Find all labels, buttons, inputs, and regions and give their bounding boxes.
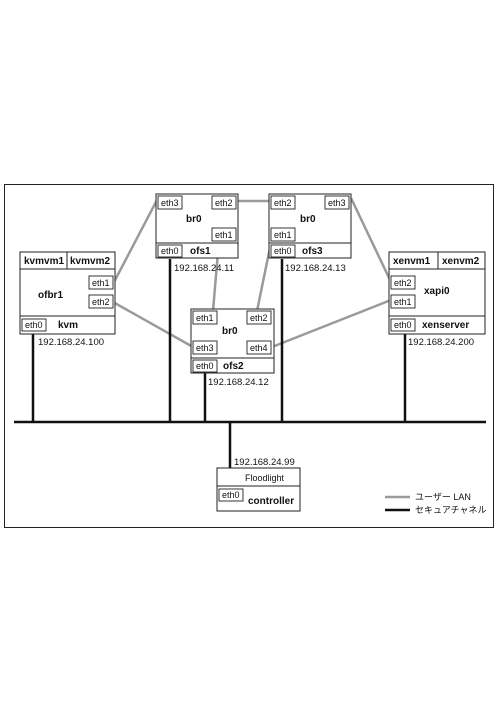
xen-bridge-label: xapi0	[424, 286, 450, 297]
ofs2-eth2-label: eth2	[250, 313, 268, 323]
link-ofs2-eth4-xen-eth1	[271, 298, 392, 349]
controller-app-label: Floodlight	[245, 473, 285, 483]
link-kvm-eth1-ofs1-eth3	[111, 199, 159, 285]
ofs1-port-eth0	[157, 244, 183, 258]
link-ofs3-eth3-xen-eth2	[349, 197, 393, 283]
ofs3-name: ofs3	[302, 246, 323, 257]
xen-eth1-label: eth1	[394, 297, 412, 307]
kvm-bridge-label: ofbr1	[38, 290, 63, 301]
kvm-port-eth2	[88, 294, 114, 309]
kvm-vm2-label: kvmvm2	[70, 256, 110, 267]
kvm-host: kvmvm1 kvmvm2 ofbr1 eth1 eth2 eth0 kvm	[19, 251, 116, 335]
kvm-eth0-label: eth0	[25, 320, 43, 330]
legend-user-lan-label: ユーザー LAN	[415, 492, 471, 502]
ofs2-name: ofs2	[223, 361, 244, 372]
ofs1-eth1-label: eth1	[215, 230, 233, 240]
kvm-vm1-label: kvmvm1	[24, 256, 64, 267]
legend: ユーザー LAN セキュアチャネル	[385, 492, 487, 515]
kvm-name: kvm	[58, 320, 78, 331]
ofs2-bridge-label: br0	[222, 326, 238, 337]
ofs1-bridge-label: br0	[186, 214, 202, 225]
xen-eth0-label: eth0	[394, 320, 412, 330]
controller-host: Floodlight eth0 controller	[216, 467, 301, 512]
diagram-frame	[4, 184, 494, 528]
ofs1-port-eth1	[211, 227, 237, 242]
kvm-port-eth0	[21, 318, 47, 332]
ofs3-switch: eth2 eth3 br0 eth1 eth0 ofs3	[268, 193, 352, 259]
ofs3-ip: 192.168.24.13	[285, 263, 346, 274]
ofs1-port-eth2	[211, 195, 237, 210]
xen-port-eth1	[390, 294, 416, 309]
ofs2-eth0-label: eth0	[196, 361, 214, 371]
ofs3-eth3-label: eth3	[328, 198, 346, 208]
ofs1-port-eth3	[157, 195, 183, 210]
controller-ip: 192.168.24.99	[234, 457, 295, 468]
ofs2-port-eth3	[192, 340, 218, 355]
ofs3-eth0-label: eth0	[274, 246, 292, 256]
ofs3-port-eth1	[270, 227, 296, 242]
kvm-eth1-label: eth1	[92, 278, 110, 288]
ofs3-bridge-label: br0	[300, 214, 316, 225]
ofs1-ip: 192.168.24.11	[174, 263, 234, 274]
ofs2-ip: 192.168.24.12	[208, 377, 269, 388]
xen-name: xenserver	[422, 320, 469, 331]
controller-port-eth0	[218, 488, 244, 502]
ofs2-port-eth1	[192, 310, 218, 325]
ofs2-port-eth0	[192, 359, 218, 373]
ofs3-port-eth3	[324, 195, 350, 210]
xen-eth2-label: eth2	[394, 278, 412, 288]
ofs1-switch: eth3 eth2 br0 eth1 eth0 ofs1	[155, 193, 239, 259]
xen-port-eth2	[390, 275, 416, 290]
kvm-eth2-label: eth2	[92, 297, 110, 307]
ofs2-eth4-label: eth4	[250, 343, 268, 353]
ofs1-eth0-label: eth0	[161, 246, 179, 256]
kvm-port-eth1	[88, 275, 114, 290]
ofs2-port-eth2	[246, 310, 272, 325]
ofs1-eth3-label: eth3	[161, 198, 179, 208]
ofs3-port-eth0	[270, 244, 296, 258]
controller-name: controller	[248, 496, 294, 507]
xen-vm2-label: xenvm2	[442, 256, 480, 267]
ofs3-eth1-label: eth1	[274, 230, 292, 240]
legend-secure-channel-label: セキュアチャネル	[415, 505, 487, 515]
ofs2-port-eth4	[246, 340, 272, 355]
link-kvm-eth2-ofs2-eth3	[112, 300, 194, 349]
xenserver-host: xenvm1 xenvm2 xapi0 eth2 eth1 eth0 xense…	[388, 251, 486, 335]
xen-ip: 192.168.24.200	[408, 337, 474, 348]
kvm-ip: 192.168.24.100	[38, 337, 104, 348]
ofs2-eth1-label: eth1	[196, 313, 214, 323]
xen-port-eth0	[390, 318, 416, 332]
xen-vm1-label: xenvm1	[393, 256, 431, 267]
ofs1-eth2-label: eth2	[215, 198, 233, 208]
ofs3-eth2-label: eth2	[274, 198, 292, 208]
ofs2-switch: eth1 eth2 br0 eth3 eth4 eth0 ofs2	[190, 308, 275, 374]
controller-eth0-label: eth0	[222, 490, 240, 500]
ofs1-name: ofs1	[190, 246, 211, 257]
ofs2-eth3-label: eth3	[196, 343, 214, 353]
ofs3-port-eth2	[270, 195, 296, 210]
